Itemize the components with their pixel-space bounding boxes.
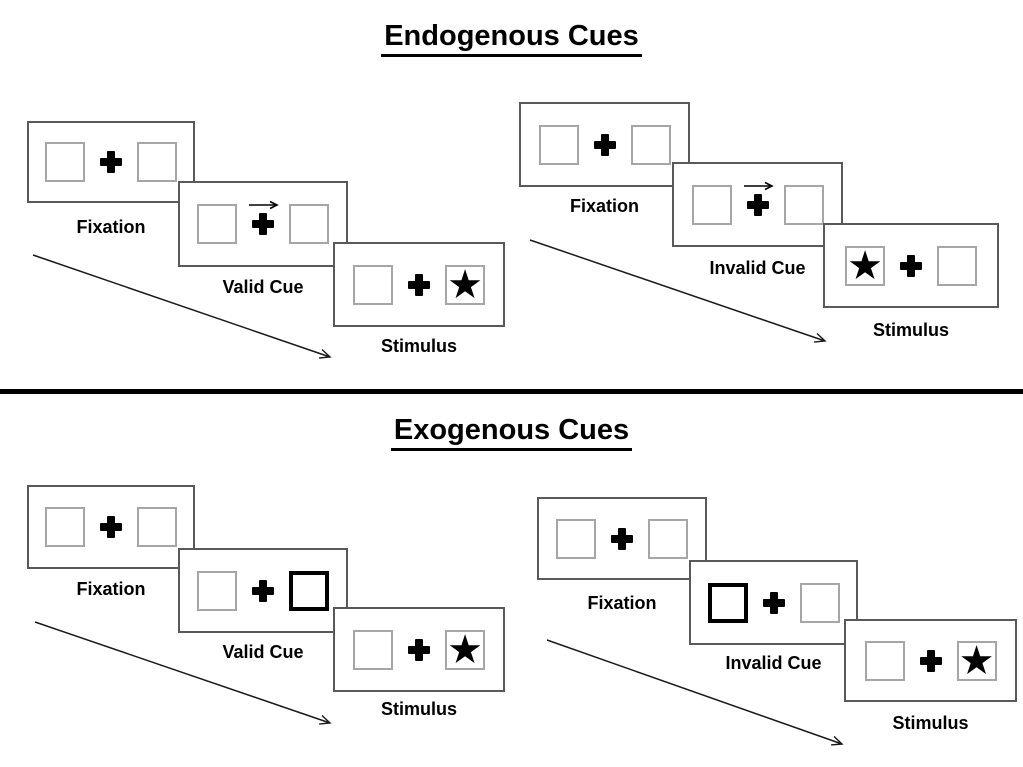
panel-valid-cue-exogenous xyxy=(178,548,348,633)
step-label-fixation: Fixation xyxy=(587,593,657,613)
fixation-cross-icon xyxy=(746,193,769,216)
left-placeholder-box xyxy=(353,629,393,670)
right-placeholder-box xyxy=(648,518,688,559)
fixation-cross-icon xyxy=(593,133,616,156)
step-label-valid-cue: Valid Cue xyxy=(222,642,304,662)
right-placeholder-box xyxy=(630,124,671,165)
right-placeholder-box xyxy=(137,142,177,182)
target-box: ★ xyxy=(845,242,885,289)
target-star-icon: ★ xyxy=(847,242,883,289)
section-title-text: Exogenous Cues xyxy=(390,414,633,451)
left-placeholder-box xyxy=(197,570,237,611)
cue-arrow-right-icon xyxy=(249,200,279,210)
step-label-fixation: Fixation xyxy=(76,579,146,599)
highlighted-cue-box xyxy=(289,570,329,611)
panel-stimulus: ★ xyxy=(333,607,505,692)
target-box: ★ xyxy=(445,626,485,673)
right-placeholder-box xyxy=(137,507,177,547)
fixation-cross-icon xyxy=(252,579,274,602)
step-label-stimulus: Stimulus xyxy=(380,336,457,356)
fixation-cross-icon xyxy=(611,527,633,550)
fixation-cross-icon xyxy=(762,591,785,614)
time-arrow-endogenous-valid xyxy=(32,254,332,359)
step-label-stimulus: Stimulus xyxy=(380,699,457,719)
panel-valid-cue-endogenous xyxy=(178,181,348,267)
fixation-cross-icon xyxy=(100,516,122,538)
section-title-exogenous: Exogenous Cues xyxy=(0,414,1023,451)
fixation-cross-icon xyxy=(252,213,274,235)
panel-invalid-cue-exogenous xyxy=(689,560,858,645)
panel-stimulus: ★ xyxy=(333,242,505,327)
left-placeholder-box xyxy=(864,640,905,681)
panel-stimulus: ★ xyxy=(844,619,1017,702)
target-box: ★ xyxy=(956,637,997,684)
panel-fixation xyxy=(537,497,707,580)
target-star-icon: ★ xyxy=(447,261,483,308)
highlighted-cue-box xyxy=(707,582,748,623)
panel-fixation xyxy=(27,121,195,203)
fixation-cross-icon xyxy=(408,273,430,296)
panel-fixation xyxy=(519,102,690,187)
step-label-fixation: Fixation xyxy=(76,217,146,237)
step-label-stimulus: Stimulus xyxy=(892,713,969,733)
step-label-fixation: Fixation xyxy=(569,196,639,216)
panel-fixation xyxy=(27,485,195,569)
fixation-cross-icon xyxy=(919,649,942,672)
time-arrow-endogenous-invalid xyxy=(529,239,827,343)
step-label-invalid-cue: Invalid Cue xyxy=(709,258,806,278)
section-title-text: Endogenous Cues xyxy=(381,20,642,57)
target-star-icon: ★ xyxy=(447,626,483,673)
fixation-cross-icon xyxy=(408,638,430,661)
left-placeholder-box xyxy=(45,142,85,182)
section-divider xyxy=(0,389,1023,394)
section-title-endogenous: Endogenous Cues xyxy=(0,20,1023,57)
time-arrow-exogenous-valid xyxy=(34,621,332,725)
fixation-cross-icon xyxy=(900,254,922,277)
step-label-valid-cue: Valid Cue xyxy=(222,277,304,297)
left-placeholder-box xyxy=(353,264,393,305)
right-placeholder-box xyxy=(289,204,329,244)
left-placeholder-box xyxy=(556,518,596,559)
fixation-cross-icon xyxy=(100,151,122,173)
left-placeholder-box xyxy=(45,507,85,547)
right-placeholder-box xyxy=(783,184,824,225)
left-placeholder-box xyxy=(197,204,237,244)
panel-stimulus: ★ xyxy=(823,223,999,308)
target-star-icon: ★ xyxy=(958,637,995,684)
right-placeholder-box xyxy=(799,582,840,623)
step-label-invalid-cue: Invalid Cue xyxy=(725,653,822,673)
left-placeholder-box xyxy=(691,184,732,225)
target-box: ★ xyxy=(445,261,485,308)
cue-arrow-right-icon xyxy=(743,181,774,190)
panel-invalid-cue-endogenous xyxy=(672,162,843,247)
left-placeholder-box xyxy=(538,124,579,165)
right-placeholder-box xyxy=(937,245,977,286)
step-label-stimulus: Stimulus xyxy=(872,320,949,340)
